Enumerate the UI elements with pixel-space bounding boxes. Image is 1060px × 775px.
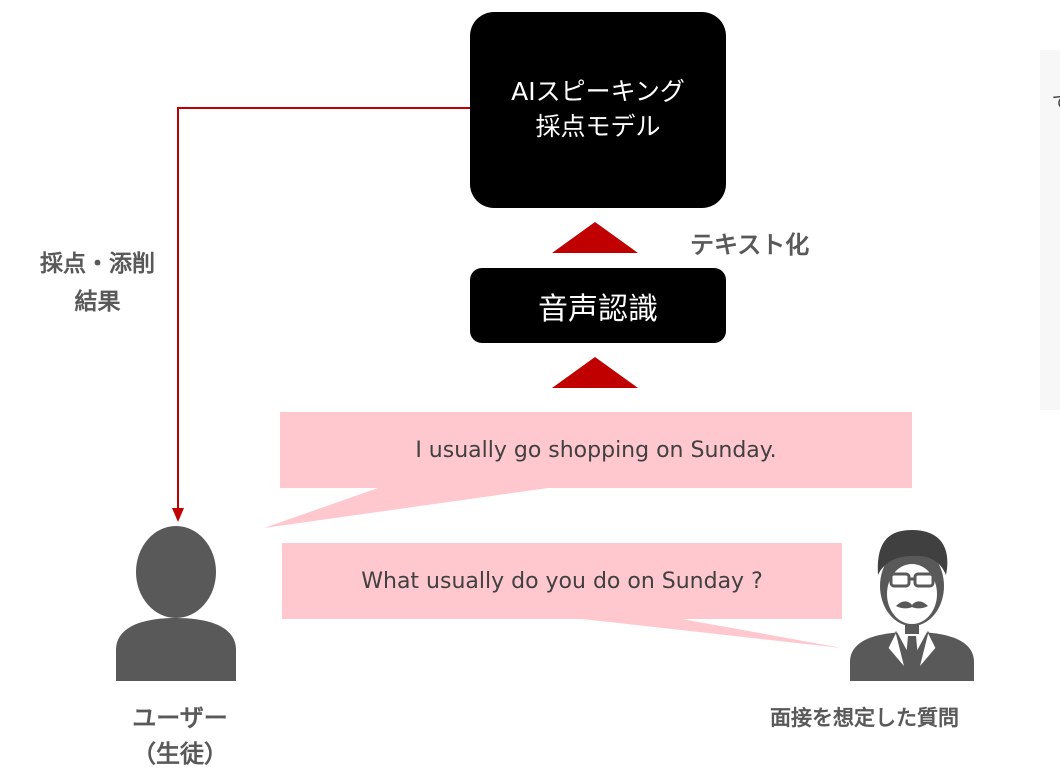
answer-bubble-text: I usually go shopping on Sunday. [280,412,912,488]
user-label: ユーザー （生徒） [90,700,270,772]
ai-model-line1: AIスピーキング [511,77,685,106]
feedback-arrow-line [177,107,470,510]
speech-recognition-box: 音声認識 [470,268,726,343]
upward-arrow-top [552,222,638,253]
ai-model-line2: 採点モデル [535,112,661,141]
user-silhouette-icon [116,526,236,681]
result-label-line2: 結果 [74,289,121,315]
question-bubble-text: What usually do you do on Sunday ? [282,543,842,619]
interviewer-icon [850,530,974,681]
faint-side-panel [1040,50,1060,410]
user-label-line1: ユーザー [132,704,228,732]
text-conversion-label: テキスト化 [690,231,810,259]
feedback-arrow-head [172,508,184,522]
result-label: 採点・添削 結果 [15,245,180,321]
answer-bubble [264,412,912,528]
interviewer-label: 面接を想定した質問 [770,706,959,730]
user-label-line2: （生徒） [132,740,228,768]
ai-scoring-model-box: AIスピーキング 採点モデル [470,12,726,208]
result-label-line1: 採点・添削 [40,251,155,277]
speech-recognition-label: 音声認識 [538,291,658,327]
question-bubble [282,543,842,648]
question-text: What usually do you do on Sunday ? [361,568,763,594]
upward-arrow-bottom [552,357,638,388]
right-edge-text: で [1052,88,1060,113]
answer-text: I usually go shopping on Sunday. [415,437,777,463]
